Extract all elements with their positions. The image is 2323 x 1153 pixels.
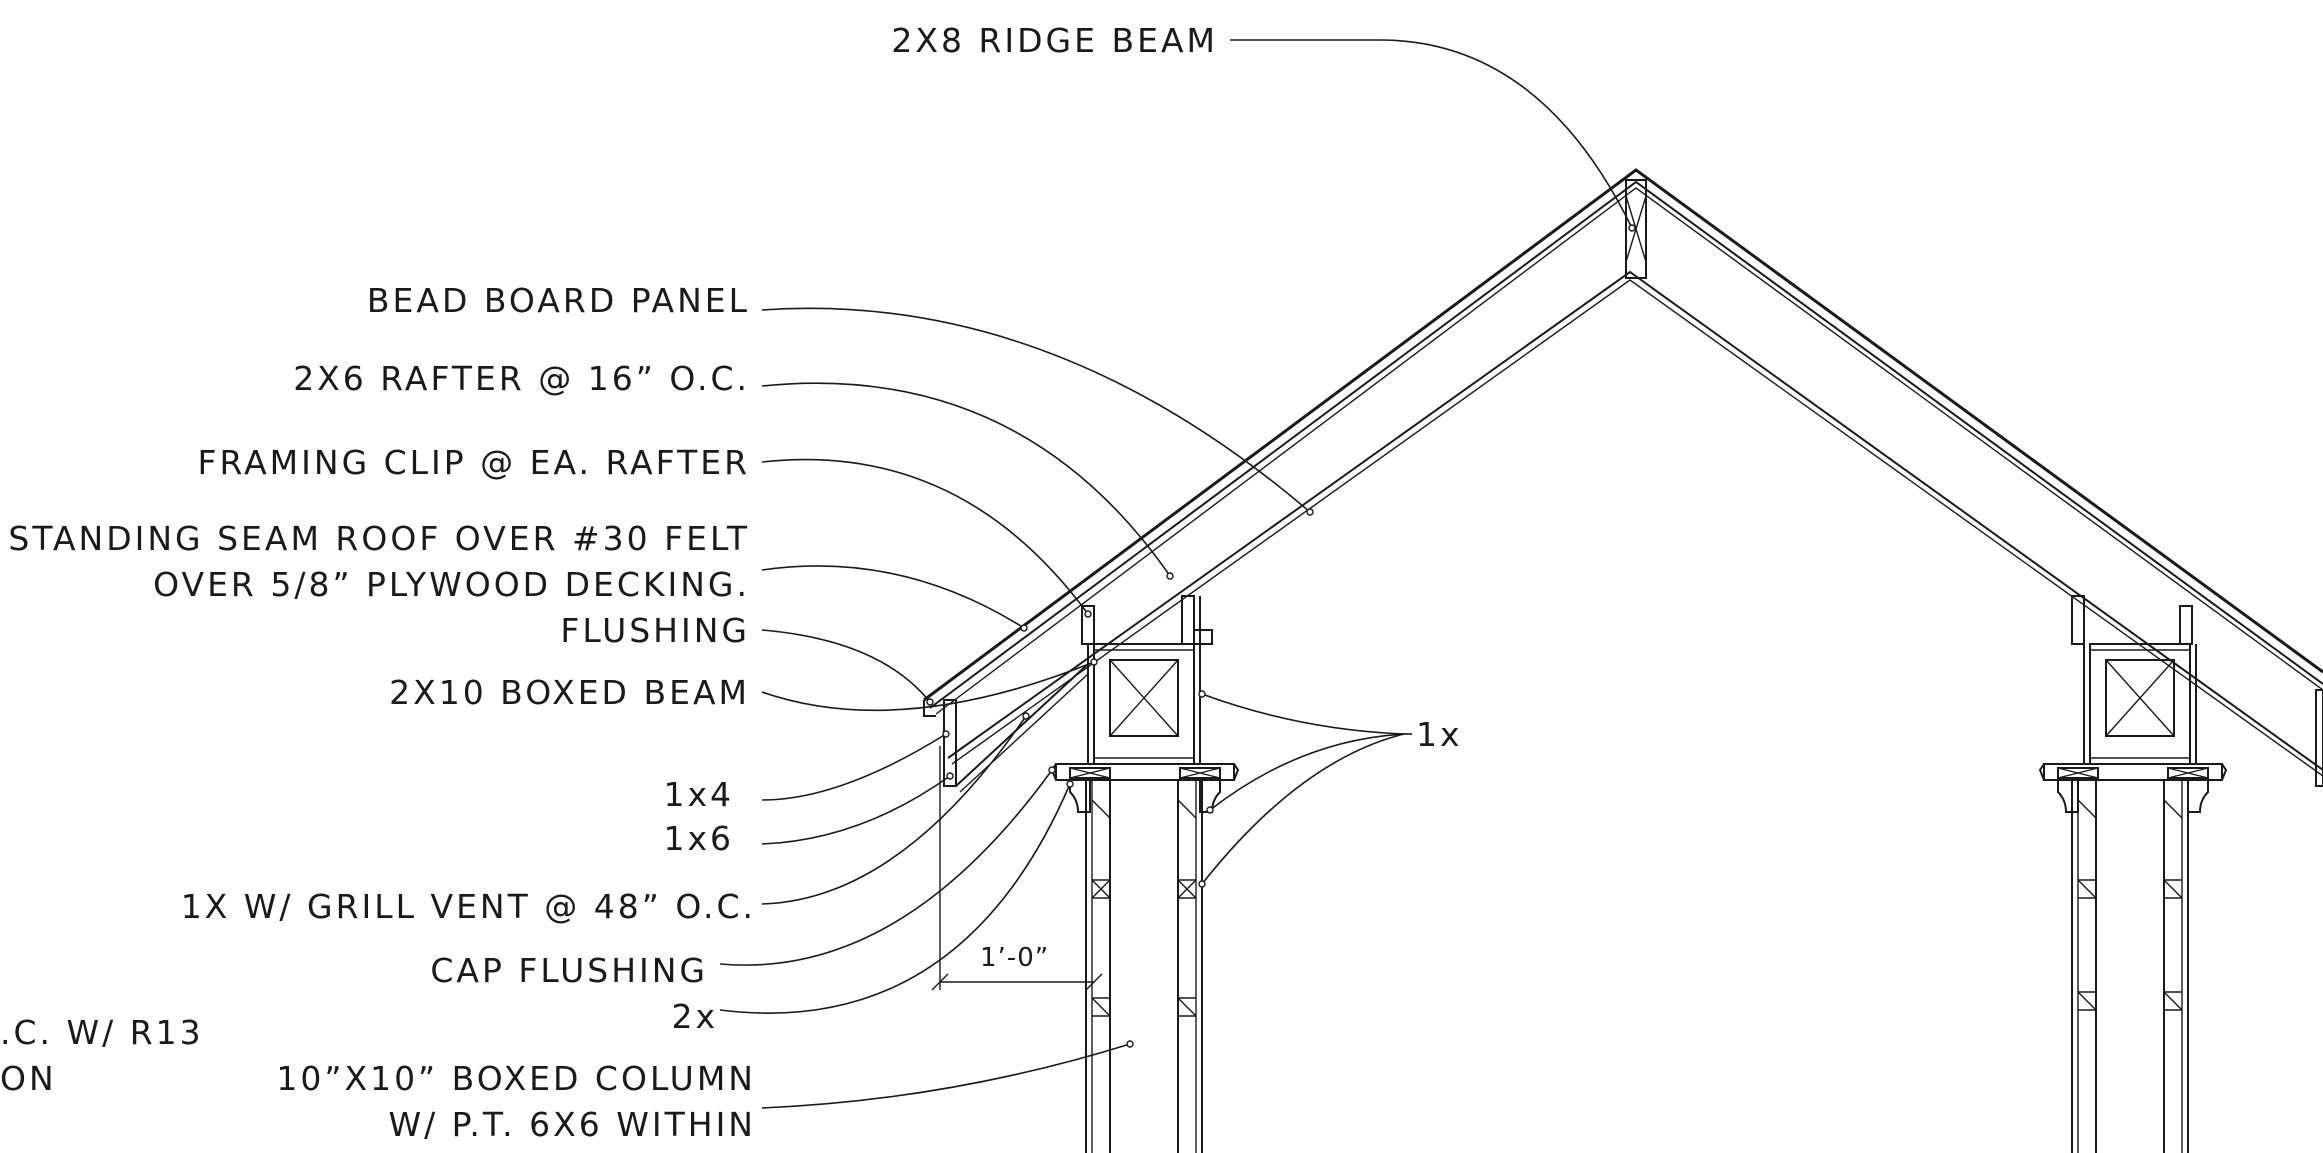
soffit-vent	[955, 663, 1089, 793]
label-column-line1: 10”X10” BOXED COLUMN	[276, 1059, 756, 1098]
roof-assembly	[923, 168, 2323, 787]
label-roof-line1: STANDING SEAM ROOF OVER #30 FELT	[8, 519, 750, 558]
label-bead-board: BEAD BOARD PANEL	[367, 281, 750, 320]
label-grill-vent: 1X W/ GRILL VENT @ 48” O.C.	[181, 887, 756, 926]
label-2x: 2x	[671, 997, 718, 1036]
dimension-one-foot: 1’-0”	[931, 746, 1103, 991]
label-1x4: 1x4	[663, 775, 734, 814]
label-1x: 1x	[1416, 715, 1463, 754]
label-1x6: 1x6	[663, 819, 734, 858]
label-roof-line2: OVER 5/8” PLYWOOD DECKING.	[153, 565, 750, 604]
ridge-beam	[1625, 179, 1647, 279]
label-cap-flushing: CAP FLUSHING	[430, 951, 708, 990]
label-boxed-beam: 2X10 BOXED BEAM	[389, 673, 750, 712]
label-partial-line2: ON	[0, 1059, 57, 1098]
leader-lines	[719, 39, 1636, 1109]
callout-labels: 2X8 RIDGE BEAM BEAD BOARD PANEL 2X6 RAFT…	[0, 21, 1463, 1144]
label-flushing: FLUSHING	[560, 611, 750, 650]
label-rafter: 2X6 RAFTER @ 16” O.C.	[293, 359, 750, 398]
dimension-label: 1’-0”	[980, 943, 1049, 973]
label-framing-clip: FRAMING CLIP @ EA. RAFTER	[198, 443, 750, 482]
label-column-line2: W/ P.T. 6X6 WITHIN	[388, 1105, 756, 1144]
right-column-assembly	[2038, 595, 2228, 1153]
label-partial-line1: .C. W/ R13	[0, 1013, 204, 1052]
label-ridge-beam: 2X8 RIDGE BEAM	[891, 21, 1218, 60]
